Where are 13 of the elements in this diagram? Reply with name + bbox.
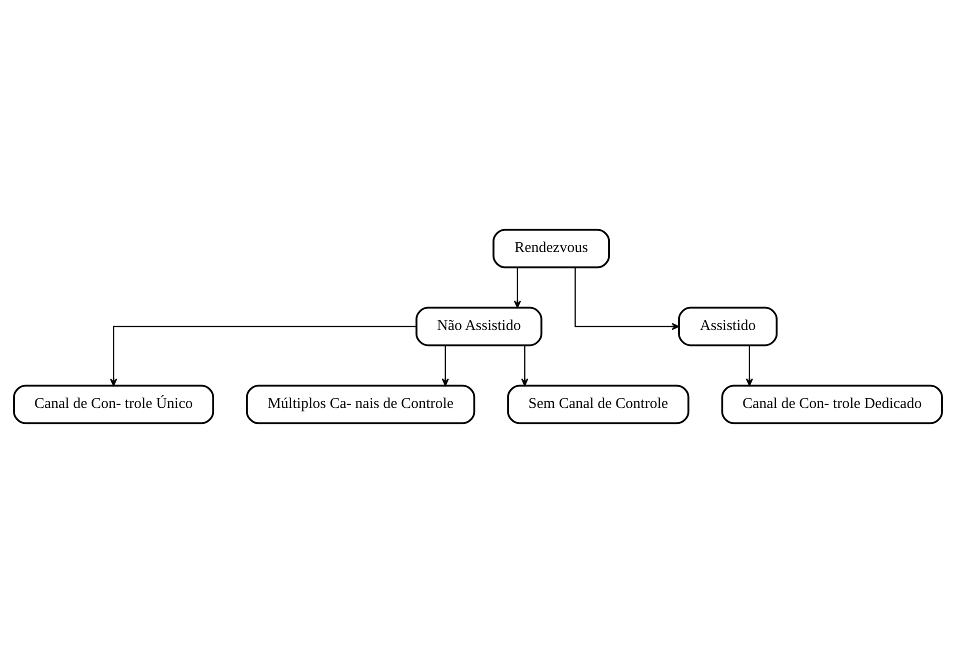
node-box: Canal de Con- trole Único: [13, 384, 214, 424]
arrow: [442, 345, 449, 386]
node-box: Múltiplos Ca- nais de Controle: [246, 384, 476, 424]
node-box: Assistido: [678, 306, 778, 346]
node-box: Canal de Con- trole Dedicado: [721, 384, 943, 424]
arrow: [110, 326, 416, 386]
node-box: Não Assistido: [416, 306, 542, 346]
arrow: [521, 345, 528, 386]
node-box: Sem Canal de Controle: [507, 384, 690, 424]
arrow: [514, 267, 522, 308]
node-box: Rendezvous: [492, 228, 610, 268]
arrow: [574, 267, 680, 330]
arrow: [746, 345, 754, 386]
